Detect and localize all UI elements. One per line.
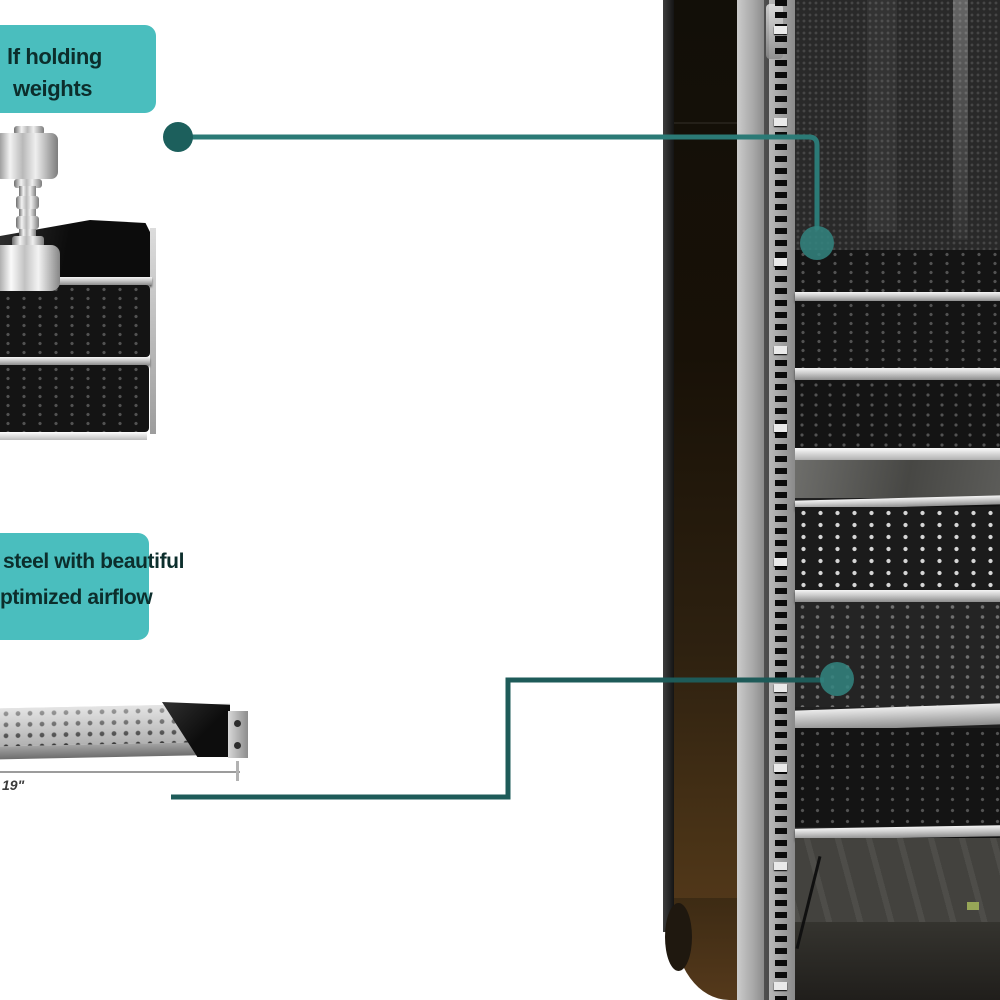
mounting-hole bbox=[234, 720, 241, 727]
cage-nut bbox=[774, 684, 787, 692]
callout-box-steel-airflow: steel with beautiful ptimized airflow bbox=[0, 533, 184, 640]
rack-shelf bbox=[795, 250, 1000, 292]
rack-interior bbox=[795, 0, 1000, 1000]
mesh-reflection bbox=[867, 0, 897, 232]
dumbbell-handle bbox=[19, 186, 36, 238]
rack-frame-shadow bbox=[764, 0, 769, 1000]
vented-shelf-mounting-ear bbox=[228, 711, 248, 758]
cage-nut bbox=[774, 558, 787, 566]
rack-caster bbox=[665, 903, 692, 971]
dumbbell-icon bbox=[0, 126, 62, 292]
callout-text: weights bbox=[13, 76, 93, 101]
cage-nut bbox=[774, 118, 787, 126]
mounting-hole bbox=[234, 742, 241, 749]
dumbbell-bottom-plate bbox=[0, 245, 60, 291]
cage-nut bbox=[774, 982, 787, 990]
dumbbell-top-collar bbox=[14, 179, 42, 188]
server-rack-image bbox=[660, 0, 1000, 1000]
shelf-stack-silver-edge-3 bbox=[0, 432, 147, 440]
cage-nut bbox=[774, 346, 787, 354]
cage-nut bbox=[774, 764, 787, 772]
shelf-stack-silver-edge-2 bbox=[0, 357, 150, 365]
rack-shelf-edge bbox=[795, 590, 1000, 602]
rack-shelf-edge bbox=[795, 368, 1000, 380]
cage-nut bbox=[774, 424, 787, 432]
rack-shelf bbox=[795, 380, 1000, 448]
rack-shelf-edge bbox=[795, 292, 1000, 301]
dumbbell-bottom-collar bbox=[12, 236, 44, 247]
rack-shelf-perforated bbox=[795, 507, 1000, 590]
rack-empty-shelf bbox=[795, 460, 1000, 498]
dumbbell-top-plate bbox=[0, 133, 58, 179]
dimension-line-tick bbox=[236, 761, 239, 781]
callout-dot-1-start bbox=[163, 122, 193, 152]
rack-floor-label bbox=[967, 902, 979, 910]
shelf-stack-side-edge bbox=[150, 228, 156, 434]
cage-nut bbox=[774, 26, 787, 34]
dumbbell-grip-band bbox=[16, 216, 39, 229]
rack-side-panel-seam bbox=[674, 122, 737, 124]
rack-shelf bbox=[795, 301, 1000, 368]
callout-box-shelf-strength: lf holding weights bbox=[0, 25, 156, 113]
shelf-stack-slab-bottom bbox=[0, 365, 149, 432]
rack-floor bbox=[795, 838, 1000, 922]
vented-shelf-image bbox=[0, 700, 252, 762]
rack-bottom bbox=[795, 922, 1000, 1000]
rack-mounting-rail bbox=[766, 0, 795, 1000]
rack-rail-holes bbox=[775, 0, 787, 1000]
stacked-shelves-image bbox=[0, 220, 158, 442]
callout-text: lf holding bbox=[7, 44, 102, 69]
dimension-label: 19" bbox=[2, 777, 25, 793]
dumbbell-grip-band bbox=[16, 196, 39, 209]
cage-nut bbox=[774, 862, 787, 870]
cage-nut bbox=[774, 258, 787, 266]
rack-side-panel bbox=[674, 0, 737, 932]
dumbbell-top-cap bbox=[14, 126, 44, 135]
rack-shelf-perforated bbox=[795, 602, 1000, 707]
shelf-stack-slab-middle bbox=[0, 285, 150, 357]
callout-text: ptimized airflow bbox=[0, 586, 153, 609]
rack-shelf-edge bbox=[795, 448, 1000, 460]
rack-outer-edge bbox=[663, 0, 674, 932]
rack-mesh-door bbox=[795, 0, 1000, 250]
shelf-stack-silver-edge-1 bbox=[0, 277, 152, 285]
callout-text: steel with beautiful bbox=[3, 550, 185, 573]
mesh-reflection bbox=[953, 0, 968, 240]
rack-shelf-perforated bbox=[795, 728, 1000, 827]
dimension-line bbox=[0, 771, 240, 773]
